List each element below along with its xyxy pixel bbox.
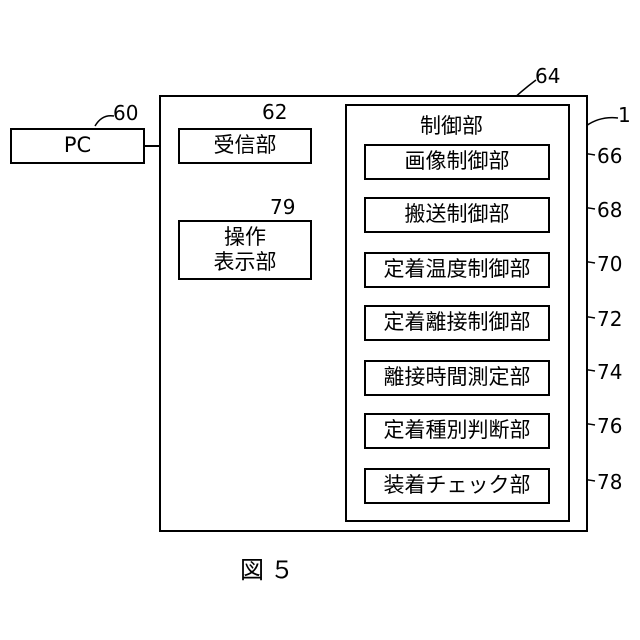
- separation-time-measure-box: 離接時間測定部: [364, 360, 550, 396]
- operation-display-label-line1: 操作: [224, 225, 266, 250]
- image-control-label: 画像制御部: [405, 149, 510, 174]
- mount-check-box: 装着チェック部: [364, 468, 550, 504]
- ref-64: 64: [535, 66, 560, 86]
- ref-76: 76: [597, 416, 622, 436]
- mount-check-label: 装着チェック部: [384, 473, 531, 498]
- fixing-type-judge-box: 定着種別判断部: [364, 413, 550, 449]
- ref-74: 74: [597, 362, 622, 382]
- fixing-separation-control-box: 定着離接制御部: [364, 305, 550, 341]
- pc-box: PC: [10, 128, 145, 164]
- fixing-temp-control-label: 定着温度制御部: [384, 257, 531, 282]
- ref-72: 72: [597, 309, 622, 329]
- image-control-box: 画像制御部: [364, 144, 550, 180]
- separation-time-measure-label: 離接時間測定部: [384, 365, 531, 390]
- ref-79: 79: [270, 197, 295, 217]
- pc-label: PC: [64, 133, 91, 158]
- controller-label: 制御部: [420, 116, 483, 137]
- receiver-label: 受信部: [214, 133, 277, 158]
- fixing-separation-control-label: 定着離接制御部: [384, 310, 531, 335]
- ref-68: 68: [597, 200, 622, 220]
- figure-caption: 図５: [240, 550, 300, 585]
- ref-1: 1: [618, 105, 631, 125]
- leader-line-60: [95, 116, 114, 126]
- ref-70: 70: [597, 254, 622, 274]
- leader-line-1: [586, 118, 618, 126]
- operation-display-label-line2: 表示部: [214, 250, 277, 275]
- transport-control-box: 搬送制御部: [364, 197, 550, 233]
- transport-control-label: 搬送制御部: [405, 202, 510, 227]
- ref-62: 62: [262, 102, 287, 122]
- ref-66: 66: [597, 146, 622, 166]
- operation-display-box: 操作 表示部: [178, 220, 312, 280]
- ref-78: 78: [597, 472, 622, 492]
- ref-60: 60: [113, 103, 138, 123]
- fixing-temp-control-box: 定着温度制御部: [364, 252, 550, 288]
- receiver-box: 受信部: [178, 128, 312, 164]
- fixing-type-judge-label: 定着種別判断部: [384, 418, 531, 443]
